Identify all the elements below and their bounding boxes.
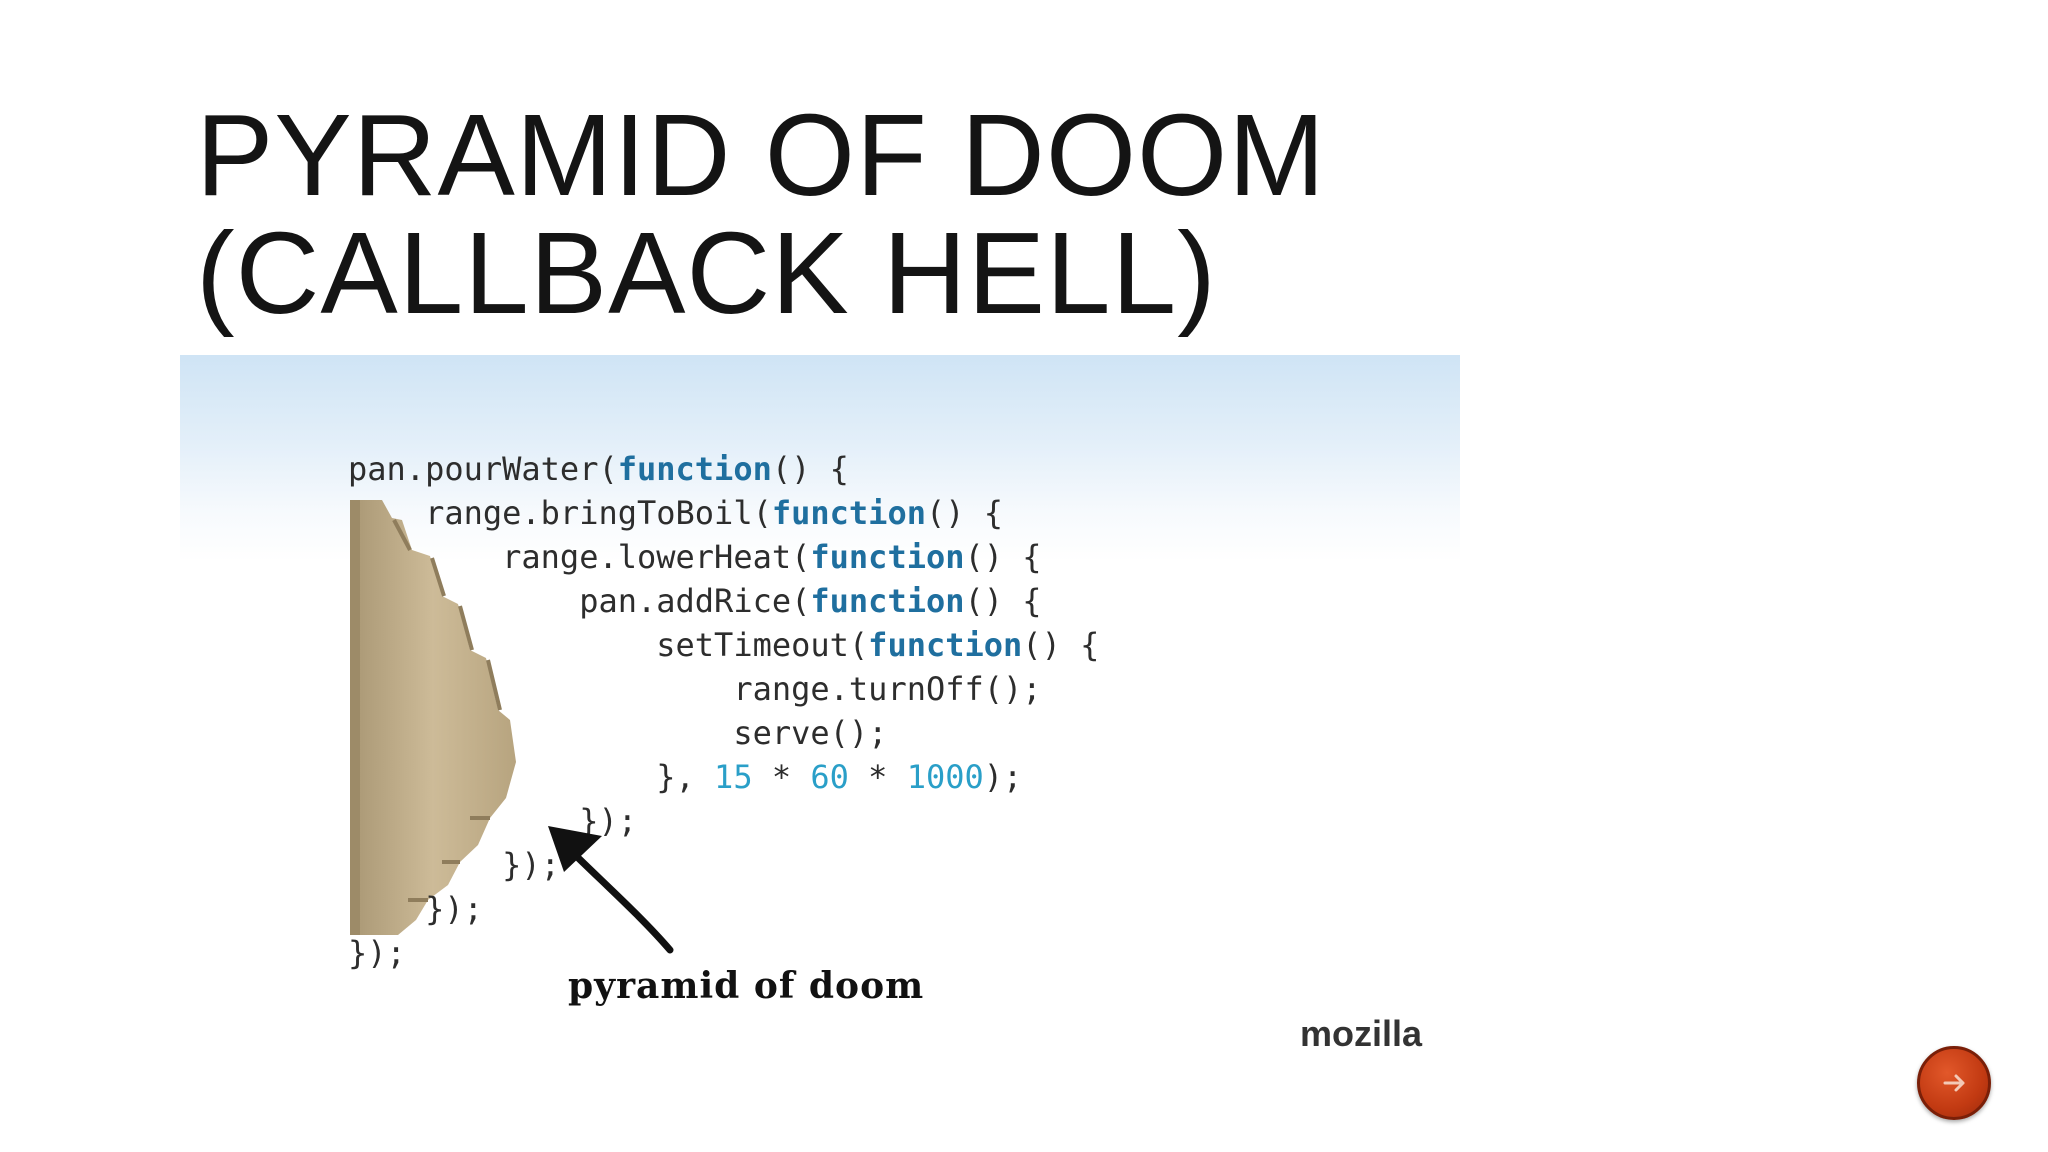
- code-text: });: [348, 890, 483, 928]
- code-line: range.lowerHeat(function() {: [348, 535, 1099, 579]
- pyramid-image: [350, 500, 516, 935]
- code-keyword: function: [771, 494, 926, 532]
- code-text: });: [348, 934, 406, 972]
- code-number: 15: [714, 758, 753, 796]
- code-text: },: [348, 758, 715, 796]
- code-text: () {: [1022, 626, 1100, 664]
- code-text: () {: [964, 538, 1042, 576]
- code-text: *: [848, 758, 907, 796]
- code-keyword: function: [868, 626, 1023, 664]
- code-keyword: function: [810, 538, 965, 576]
- code-line: });: [348, 887, 1099, 931]
- code-line: range.turnOff();: [348, 667, 1099, 711]
- code-text: *: [752, 758, 811, 796]
- title-line-1: PYRAMID OF DOOM: [196, 90, 1326, 220]
- code-text: () {: [964, 582, 1042, 620]
- code-keyword: function: [810, 582, 965, 620]
- code-line: pan.addRice(function() {: [348, 579, 1099, 623]
- arrow-icon: [548, 826, 674, 954]
- code-text: () {: [925, 494, 1004, 532]
- code-text: pan.pourWater(: [348, 450, 618, 488]
- code-line: serve();: [348, 711, 1099, 755]
- code-text: setTimeout(: [348, 626, 869, 664]
- code-keyword: function: [617, 450, 772, 488]
- code-text: range.bringToBoil(: [348, 494, 772, 532]
- code-block: pan.pourWater(function() { range.bringTo…: [348, 447, 1099, 975]
- source-credit: mozilla: [1300, 1013, 1423, 1054]
- code-number: 60: [810, 758, 849, 796]
- code-text: });: [348, 846, 560, 884]
- code-text: );: [983, 758, 1023, 796]
- title-line-2: (CALLBACK HELL): [196, 208, 1217, 338]
- code-text: serve();: [348, 714, 888, 752]
- pyramid-caption: pyramid of doom: [568, 965, 925, 1007]
- code-line: });: [348, 843, 1099, 887]
- next-slide-button[interactable]: [1917, 1046, 1991, 1120]
- code-number: 1000: [906, 758, 984, 796]
- slide-title: PYRAMID OF DOOM (CALLBACK HELL): [196, 96, 1326, 332]
- code-text: pan.addRice(: [348, 582, 811, 620]
- code-text: range.lowerHeat(: [348, 538, 811, 576]
- code-line: }, 15 * 60 * 1000);: [348, 755, 1099, 799]
- code-line: pan.pourWater(function() {: [348, 447, 1099, 491]
- code-figure: pan.pourWater(function() { range.bringTo…: [180, 355, 1460, 1150]
- code-line: });: [348, 931, 1099, 975]
- code-text: () {: [771, 450, 849, 488]
- code-text: range.turnOff();: [348, 670, 1042, 708]
- arrow-icon: [1943, 1074, 1965, 1092]
- code-line: setTimeout(function() {: [348, 623, 1099, 667]
- code-line: range.bringToBoil(function() {: [348, 491, 1099, 535]
